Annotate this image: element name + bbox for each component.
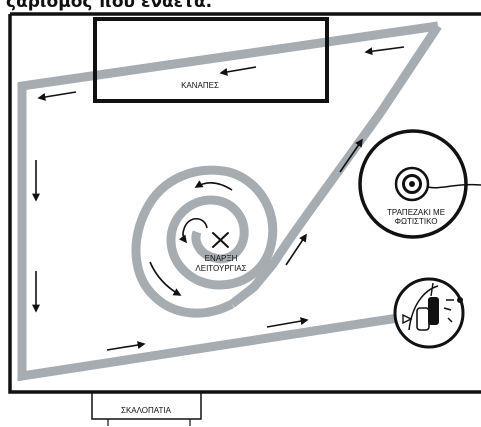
outer-path-loop <box>17 21 442 382</box>
start-label-line2: ΛΕΙΤΟΥΡΓΙΑΣ <box>195 264 246 273</box>
robot-path <box>17 21 442 382</box>
spiral-path <box>131 165 278 318</box>
heading-text: ςαριόμος που ενάετα. <box>6 0 212 12</box>
stairs: ΣΚΑΛΟΠΑΤΙΑ <box>91 392 202 426</box>
direction-arrow-icon <box>106 341 146 351</box>
direction-arrows <box>32 46 405 351</box>
direction-arrow-icon <box>339 138 363 173</box>
direction-arrow-icon <box>149 261 182 296</box>
direction-arrow-icon <box>364 46 405 56</box>
table-with-lamp: ΤΡΑΠΕΖΑΚΙ ΜΕ ΦΩΤΙΣΤΙΚΟ <box>358 129 481 239</box>
direction-arrow-icon <box>178 217 208 244</box>
stairs-label: ΣΚΑΛΟΠΑΤΙΑ <box>121 406 172 415</box>
sofa-box <box>93 17 329 103</box>
start-label-line1: ΕΝΑΡΞΗ <box>205 254 238 263</box>
direction-arrow-icon <box>37 91 77 101</box>
start-x-icon <box>212 232 229 248</box>
direction-arrow-icon <box>266 317 309 328</box>
direction-arrow-icon <box>194 180 233 191</box>
table-label-line2: ΦΩΤΙΣΤΙΚΟ <box>395 217 438 226</box>
room-outline <box>8 12 481 394</box>
direction-arrow-icon <box>285 233 307 266</box>
lamp-icon <box>394 166 481 202</box>
robot-dock-icon <box>393 277 465 349</box>
sofa-label: ΚΑΝΑΠΕΣ <box>181 81 219 90</box>
table-label-line1: ΤΡΑΠΕΖΑΚΙ ΜΕ <box>387 208 445 217</box>
direction-arrow-icon <box>219 66 257 76</box>
